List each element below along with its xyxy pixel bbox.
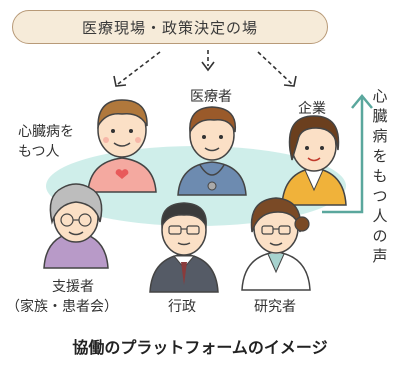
voice-char: の [372,227,388,245]
figure-caption: 協働のプラットフォームのイメージ [72,338,328,357]
voice-char: つ [372,187,388,205]
person-government-icon [149,202,219,293]
arrowhead-center [201,61,215,72]
person-doctor-icon [177,106,247,196]
voice-vertical-text: 心 臓 病 を も つ 人 の 声 [370,86,390,266]
voice-char: も [372,167,388,185]
person-company-icon [281,115,347,206]
label-researcher: 研究者 [254,299,296,315]
voice-char: 声 [372,247,388,265]
voice-char: を [372,147,388,165]
voice-char: 病 [372,127,388,145]
dashed-arrow-left [117,51,161,85]
label-patient: 心臓病を もつ人 [18,124,74,160]
arrowhead-right [283,75,297,87]
voice-char: 心 [372,87,388,105]
label-doctor: 医療者 [190,89,232,105]
voice-char: 臓 [372,107,388,125]
label-government: 行政 [168,299,196,315]
label-supporter-group: （家族・患者会） [6,299,118,315]
person-supporter-icon [43,183,109,269]
arrowhead-left [113,75,127,87]
dashed-arrows [117,50,293,85]
person-researcher-icon [241,197,311,291]
banner-decision-place: 医療現場・政策決定の場 [12,10,328,44]
dashed-arrow-right [257,51,293,85]
person-patient-icon [87,99,157,193]
label-supporter: 支援者 [52,279,94,295]
voice-char: 人 [372,207,388,225]
label-company: 企業 [298,101,326,117]
voice-arrow [322,94,373,214]
